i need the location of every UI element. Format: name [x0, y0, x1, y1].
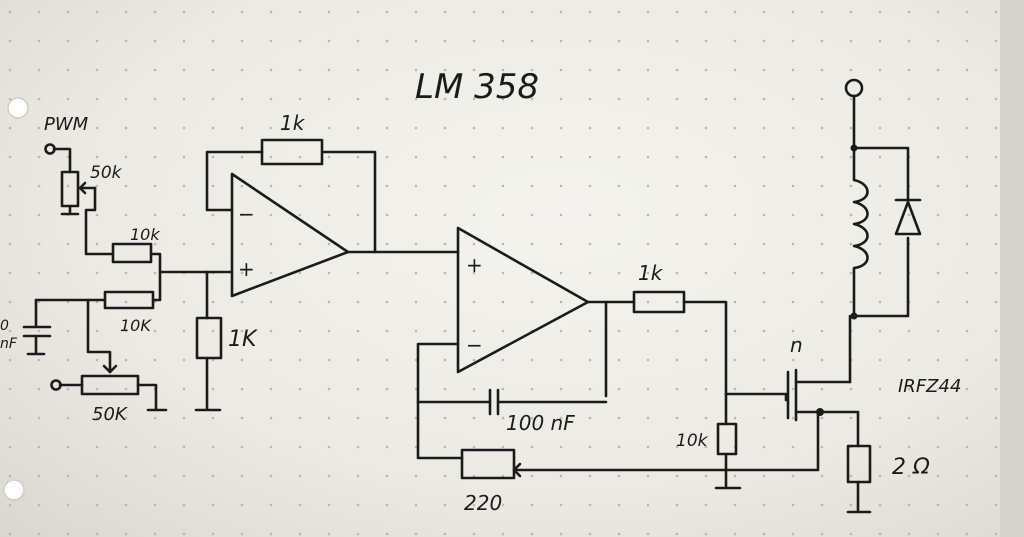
opamp-2-plus: + [466, 253, 483, 277]
dot-grid [8, 10, 998, 536]
flyback-diode [894, 198, 922, 236]
page-edge [1000, 0, 1024, 537]
label-cap-mid: 100 nF [506, 411, 575, 435]
pot-top [60, 170, 80, 208]
resistor-ground-1k [195, 316, 223, 360]
output-stage [604, 78, 922, 514]
opamp-1-plus: + [238, 257, 255, 281]
label-mosfet: IRFZ44 [898, 376, 961, 397]
label-pot-bottom: 50K [92, 404, 128, 425]
opamp-2-minus: − [466, 333, 483, 357]
pot-bottom [80, 374, 140, 396]
label-r-pulldown: 10k [676, 431, 709, 451]
opamp-1-body [230, 172, 350, 298]
label-pwm: PWM [44, 114, 89, 135]
label-10k-b: 10K [120, 316, 152, 335]
input-network [22, 143, 207, 412]
label-r-gate: 1k [638, 261, 664, 285]
opamp-2: + − [373, 226, 820, 480]
label-10k-a: 10k [130, 225, 160, 244]
label-r-feedback: 1k [280, 111, 306, 135]
diagram-title: LM 358 [415, 67, 539, 107]
resistor-10k-b [103, 290, 155, 310]
resistor-10k-pulldown [716, 422, 738, 456]
opamp-1-minus: − [238, 202, 255, 226]
resistor-feedback-1k [260, 138, 324, 166]
binder-hole-top [7, 97, 29, 119]
label-r-fb2: 220 [464, 491, 502, 515]
label-r-shunt: 2 Ω [892, 455, 930, 480]
label-cap-left: nF [0, 336, 18, 352]
label-cap-left-prefix: 0 [0, 318, 9, 334]
label-pot-top: 50k [90, 163, 123, 183]
resistor-220 [460, 448, 516, 480]
inductor-coil [852, 146, 869, 318]
resistor-10k-a [111, 242, 153, 264]
label-mosfet-type: n [790, 333, 803, 357]
mosfet-source-node [816, 408, 824, 416]
opamp-1: − + [194, 138, 377, 412]
opamp-2-body [456, 226, 590, 374]
binder-hole-bottom [3, 479, 25, 501]
label-r-ground: 1K [228, 327, 258, 352]
supply-terminal [844, 78, 864, 98]
